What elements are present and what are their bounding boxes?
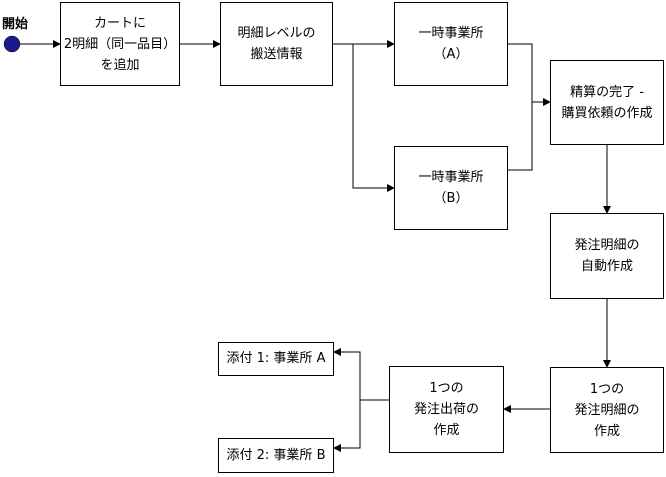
node-text-line: 一時事業所 [418,170,484,185]
node-text-line: 自動作成 [580,259,633,274]
add-to-cart-node: カートに 2明細（同一品目） を追加 [60,2,180,86]
one-po-shipment-node: 1つの発注出荷の作成 [389,366,504,453]
edge-office-a-merge [508,43,533,102]
node-text-line: 作成 [433,423,460,438]
edge-bracket-to-attach-2 [333,400,361,452]
node-text-line: 発注明細の [574,402,640,418]
one-po-line-node: 1つの発注明細の作成 [550,367,664,453]
node-text-line: を追加 [100,57,140,73]
edge-office-b-merge [508,102,533,171]
node-text-line: 搬送情報 [250,47,303,62]
node-text-line: 購買依頼の作成 [561,105,653,121]
node-text-line: 発注出荷の [413,402,479,417]
node-text-line: （A） [433,47,469,62]
line-shipping-info-node: 明細レベルの搬送情報 [220,2,333,86]
po-lines-auto-create-node: 発注明細の自動作成 [550,213,664,299]
temp-office-a-node: 一時事業所 （A） [394,2,508,86]
node-text-line: 2明細（同一品目） [63,36,177,52]
node-text-line: 精算の完了 - [570,84,644,100]
checkout-requisition-node: 精算の完了 - 購買依頼の作成 [550,60,664,145]
attachment-1-node: 添付 1: 事業所 A [218,342,334,376]
node-text-line: 一時事業所 [418,26,484,41]
start-node [3,35,21,53]
node-text-line: カートに [93,15,146,31]
node-text-line: （B） [433,191,469,206]
temp-office-b-node: 一時事業所 （B） [394,146,508,230]
node-text-line: 明細レベルの [237,26,316,41]
node-text-line: 1つの [429,381,464,396]
attachment-2-node: 添付 2: 事業所 B [218,438,334,473]
start-label: 開始 [2,17,29,32]
node-text-line: 発注明細の [574,238,640,253]
edge-shipping-to-office-b [352,44,395,192]
edge-bracket-to-attach-1 [333,348,361,400]
node-text-line: 1つの [589,381,625,397]
node-text-line: 作成 [593,423,620,439]
